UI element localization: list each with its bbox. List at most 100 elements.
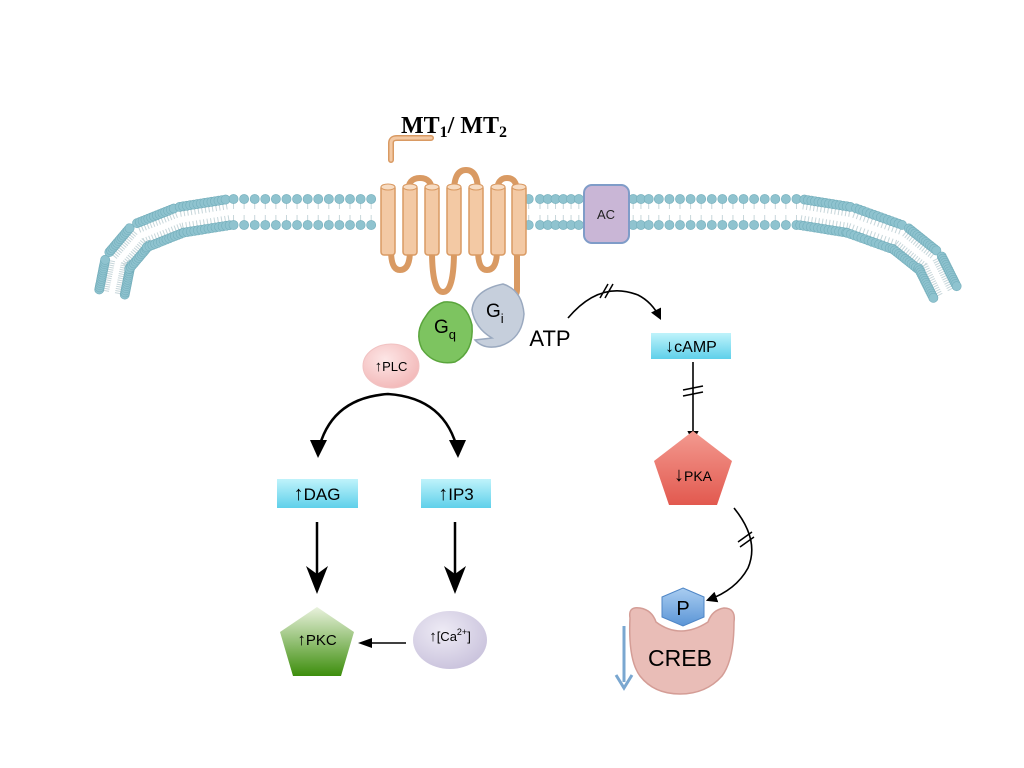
lipid-tail xyxy=(124,239,130,245)
lipid-tail xyxy=(807,216,810,223)
lipid-head xyxy=(780,220,791,230)
lipid-head xyxy=(573,220,584,230)
svg-text:↑PKC: ↑PKC xyxy=(297,630,337,649)
lipid-tail xyxy=(921,246,926,252)
lipid-tail xyxy=(159,231,163,238)
lipid-tail xyxy=(823,206,826,213)
lipid-tail xyxy=(913,255,919,262)
lipid-tail xyxy=(903,247,908,253)
lipid-head xyxy=(270,194,281,204)
lipid-tail xyxy=(929,278,936,282)
lipid-head xyxy=(696,220,707,230)
phospho-node: P xyxy=(661,587,705,627)
lipid-tail xyxy=(103,287,110,290)
lipid-tail xyxy=(171,213,176,220)
lipid-tail xyxy=(106,274,113,278)
lipid-head xyxy=(249,194,260,204)
lipid-tail xyxy=(880,222,884,229)
lipid-tail xyxy=(118,275,125,278)
lipid-head xyxy=(239,220,250,230)
lipid-tail xyxy=(818,218,821,225)
lipid-tail xyxy=(898,243,904,250)
lipid-tail xyxy=(122,241,129,247)
receptor-helix xyxy=(380,184,396,256)
lipid-tail xyxy=(855,213,859,220)
lipid-tail xyxy=(933,259,940,264)
lipid-tail xyxy=(208,206,211,213)
lipid-tail xyxy=(803,215,806,222)
lipid-tail xyxy=(880,234,883,241)
lipid-tail xyxy=(195,220,198,227)
lipid-tail xyxy=(153,233,157,240)
lipid-tail xyxy=(115,250,121,256)
lipid-tail xyxy=(224,215,227,222)
lipid-tail xyxy=(136,243,143,249)
lipid-tail xyxy=(902,231,907,237)
svg-text:Gi: Gi xyxy=(486,301,504,326)
pka-node: ↓PKA xyxy=(654,431,732,505)
lipid-tail xyxy=(865,229,869,236)
adenylyl-cyclase: AC xyxy=(583,184,630,244)
lipid-tail xyxy=(884,223,888,230)
lipid-tail xyxy=(192,220,195,227)
lipid-head xyxy=(685,194,696,204)
lipid-tail xyxy=(887,224,891,231)
lipid-tail xyxy=(107,268,114,271)
lipid-head xyxy=(270,220,281,230)
lipid-tail xyxy=(108,264,115,267)
arc-head-left xyxy=(310,440,327,458)
lipid-tail xyxy=(925,249,931,256)
lipid-tail xyxy=(124,258,130,263)
lipid-tail xyxy=(155,219,159,226)
lipid-head xyxy=(302,194,313,204)
lipid-head xyxy=(124,223,135,234)
receptor-helix-cap xyxy=(490,183,506,191)
lipid-tail xyxy=(924,267,930,272)
mt-receptor xyxy=(380,135,527,299)
lipid-tail xyxy=(894,240,900,246)
lipid-tail xyxy=(185,222,188,229)
lipid-tail xyxy=(170,226,174,233)
svg-text:↑DAG: ↑DAG xyxy=(294,483,341,505)
lipid-tail xyxy=(106,272,113,275)
lipid-tail xyxy=(862,228,866,235)
lipid-head xyxy=(281,194,292,204)
lipid-tail xyxy=(190,209,193,216)
lipid-head xyxy=(323,194,334,204)
lipid-tail xyxy=(935,290,942,295)
lipid-tail xyxy=(160,217,164,224)
lipid-head xyxy=(292,194,302,204)
lipid-tail xyxy=(898,228,902,235)
lipid-tail xyxy=(116,281,124,284)
lipid-tail xyxy=(802,203,805,210)
lipid-tail xyxy=(156,232,160,239)
arc-head-right xyxy=(449,440,466,458)
lipid-tail xyxy=(132,249,138,254)
lipid-head xyxy=(313,194,324,204)
lipid-tail xyxy=(106,270,113,273)
lipid-tail xyxy=(830,207,833,215)
lipid-tail xyxy=(800,215,803,222)
lipid-tail xyxy=(933,286,940,291)
lipid-tail xyxy=(206,218,209,225)
lipid-tail xyxy=(215,205,218,212)
lipid-tail xyxy=(834,208,837,215)
lipid-head xyxy=(100,254,111,265)
lipid-tail xyxy=(188,221,191,228)
lipid-tail xyxy=(116,285,123,288)
lipid-tail xyxy=(936,266,943,270)
lipid-head xyxy=(573,194,584,204)
lipid-tail xyxy=(119,268,126,271)
lipid-tail xyxy=(917,243,922,249)
lipid-tail xyxy=(848,223,852,230)
svg-text:AC: AC xyxy=(597,207,615,222)
lipid-tail xyxy=(932,257,939,262)
lipid-tail xyxy=(930,280,937,284)
lipid-head xyxy=(696,194,707,204)
lipid-head xyxy=(706,220,717,230)
lipid-tail xyxy=(944,281,951,285)
lipid-head xyxy=(738,220,749,230)
receptor-helix xyxy=(511,184,527,256)
lipid-tail xyxy=(911,254,917,260)
